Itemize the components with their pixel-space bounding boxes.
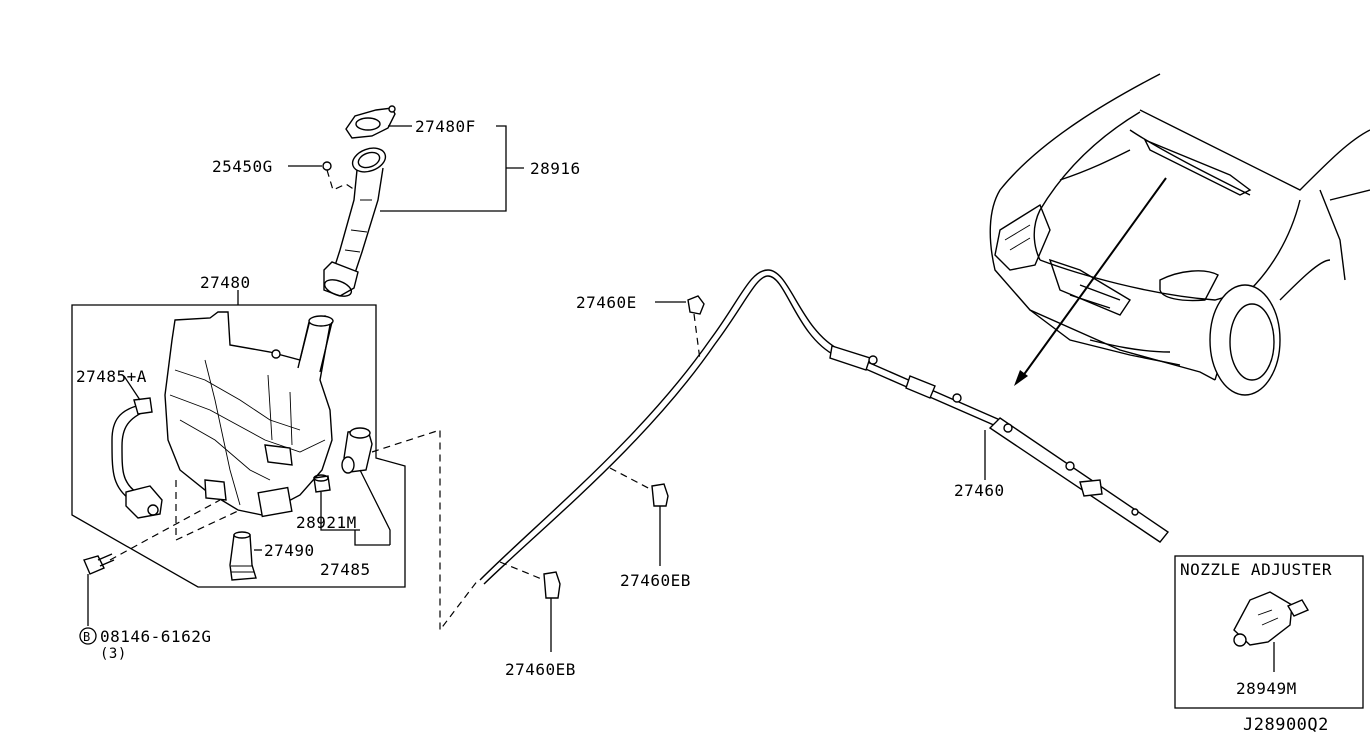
clip-27460eb-upper-part [651,483,669,507]
filter-27490-part [229,531,257,581]
washer-hose-27460-part [479,269,1170,585]
label-27480: 27480 [200,273,251,292]
filler-cap-part [345,105,396,139]
bolt-08146-part [83,553,115,575]
grommet-28921m-part [313,474,331,493]
hose-27485a-part [111,397,163,519]
label-28916: 28916 [530,159,581,178]
nozzle-adjuster-inset [1174,555,1364,709]
clip-27460e-part [687,295,705,315]
label-27460: 27460 [954,481,1005,500]
nozzle-adjuster-28949m-part [1233,591,1310,647]
washer-pump-part [341,427,373,474]
filler-neck-part [323,147,387,297]
tank-outline-box [71,304,406,588]
label-27490: 27490 [264,541,315,560]
label-bolt-qty: (3) [100,646,127,662]
label-27460eb-upper: 27460EB [620,571,691,590]
label-27480f: 27480F [415,117,476,136]
vehicle-front-illustration [989,73,1370,396]
label-27460eb-lower: 27460EB [505,660,576,679]
drawing-id: J28900Q2 [1243,715,1329,735]
label-27485: 27485 [320,560,371,579]
washer-tank-part [164,311,334,518]
inset-title: NOZZLE ADJUSTER [1180,560,1332,579]
label-28949m: 28949M [1236,679,1297,698]
label-08146-6162g: 08146-6162G [100,627,211,646]
label-27460e: 27460E [576,293,637,312]
bolt-symbol: B [83,630,91,644]
label-27485-plus-a: 27485+A [76,367,147,386]
label-28921m: 28921M [296,513,357,532]
label-25450g: 25450G [212,157,273,176]
clip-25450g [322,161,356,191]
clip-27460eb-lower-part [543,571,561,599]
